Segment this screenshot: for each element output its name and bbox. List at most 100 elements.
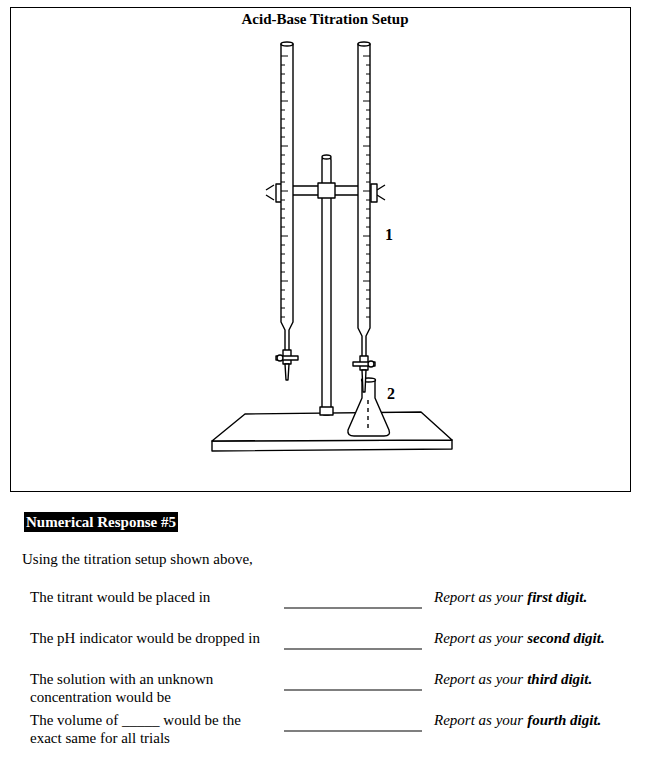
burette-graduations: [281, 56, 370, 317]
graduation-tick: [281, 227, 285, 228]
stopcock-left-knob: [277, 355, 283, 361]
stand-base: [212, 412, 452, 441]
graduation-tick: [281, 164, 285, 165]
rod-foot: [320, 407, 333, 415]
report-instruction: Report as your: [434, 711, 523, 729]
report-instruction: Report as your: [434, 629, 523, 647]
graduation-tick: [281, 209, 285, 210]
graduation-tick: [281, 218, 285, 219]
graduation-tick: [281, 155, 285, 156]
graduation-tick: [366, 209, 370, 210]
flask-contents-line: [367, 400, 368, 432]
graduation-tick: [366, 164, 370, 165]
graduation-tick: [363, 191, 370, 192]
report-digit: second digit.: [527, 629, 605, 647]
graduation-tick: [366, 245, 370, 246]
burette-right: [358, 44, 370, 358]
graduation-tick: [281, 119, 285, 120]
callout-number: 1: [385, 226, 393, 244]
graduation-tick: [281, 128, 285, 129]
graduation-tick: [281, 65, 285, 66]
graduation-tick: [281, 317, 285, 318]
answer-blank: [284, 648, 422, 649]
report-instruction: Report as your: [434, 670, 523, 688]
graduation-tick: [366, 128, 370, 129]
graduation-tick: [366, 119, 370, 120]
graduation-tick: [366, 308, 370, 309]
burette-left-tip: [285, 364, 289, 380]
graduation-tick: [281, 146, 288, 147]
question-text: The volume of _____ would be the exact s…: [30, 711, 270, 747]
graduation-tick: [363, 146, 370, 147]
rod-top: [322, 155, 331, 159]
graduation-tick: [366, 65, 370, 66]
graduation-tick: [366, 218, 370, 219]
graduation-tick: [366, 173, 370, 174]
graduation-tick: [366, 137, 370, 138]
report-instruction: Report as your: [434, 588, 523, 606]
graduation-tick: [366, 83, 370, 84]
answer-blank: [284, 607, 422, 608]
burette-left-top: [281, 42, 293, 46]
graduation-tick: [366, 200, 370, 201]
graduation-tick: [366, 263, 370, 264]
question-text: The pH indicator would be dropped in: [30, 629, 260, 647]
graduation-tick: [366, 110, 370, 111]
question-text: The titrant would be placed in: [30, 588, 210, 606]
erlenmeyer-flask: [348, 380, 390, 436]
graduation-tick: [366, 254, 370, 255]
graduation-tick: [366, 299, 370, 300]
graduation-tick: [366, 182, 370, 183]
graduation-tick: [281, 92, 285, 93]
figure-frame: [11, 8, 631, 492]
answer-blank: [284, 689, 422, 690]
graduation-tick: [281, 110, 285, 111]
graduation-tick: [281, 173, 285, 174]
graduation-tick: [281, 83, 285, 84]
graduation-tick: [366, 317, 370, 318]
graduation-tick: [366, 74, 370, 75]
graduation-tick: [363, 56, 370, 57]
graduation-tick: [281, 56, 288, 57]
graduation-tick: [281, 281, 288, 282]
figure-title: Acid-Base Titration Setup: [242, 10, 409, 28]
graduation-tick: [281, 254, 285, 255]
graduation-tick: [281, 299, 285, 300]
stopcock-right-handle: [353, 362, 375, 366]
graduation-tick: [281, 290, 285, 291]
graduation-tick: [281, 263, 285, 264]
graduation-tick: [366, 290, 370, 291]
stopcock-left-handle: [276, 356, 298, 360]
graduation-tick: [363, 236, 370, 237]
graduation-tick: [281, 236, 288, 237]
prompt-text: Using the titration setup shown above,: [22, 550, 253, 568]
graduation-tick: [281, 182, 285, 183]
stopcock-right-knob: [368, 361, 374, 367]
graduation-tick: [281, 137, 285, 138]
report-digit: fourth digit.: [527, 711, 601, 729]
burette-right-top: [358, 42, 370, 46]
graduation-tick: [281, 101, 288, 102]
graduation-tick: [366, 155, 370, 156]
graduation-tick: [363, 101, 370, 102]
question-text: The solution with an unknown concentrati…: [30, 670, 260, 706]
clamp-boss: [318, 183, 335, 198]
answer-blank: [284, 730, 422, 731]
graduation-tick: [366, 92, 370, 93]
clamp-grip-right: [371, 184, 377, 202]
callout-number: 2: [387, 385, 395, 403]
graduation-tick: [366, 272, 370, 273]
graduation-tick: [281, 245, 285, 246]
report-digit: third digit.: [527, 670, 592, 688]
burette-left: [281, 44, 293, 352]
graduation-tick: [281, 272, 285, 273]
section-heading: Numerical Response #5: [24, 512, 178, 532]
stand-base-edge: [212, 440, 452, 451]
burette-right-tip: [362, 370, 366, 392]
graduation-tick: [281, 74, 285, 75]
graduation-tick: [366, 227, 370, 228]
report-digit: first digit.: [527, 588, 587, 606]
graduation-tick: [281, 191, 288, 192]
graduation-tick: [363, 281, 370, 282]
